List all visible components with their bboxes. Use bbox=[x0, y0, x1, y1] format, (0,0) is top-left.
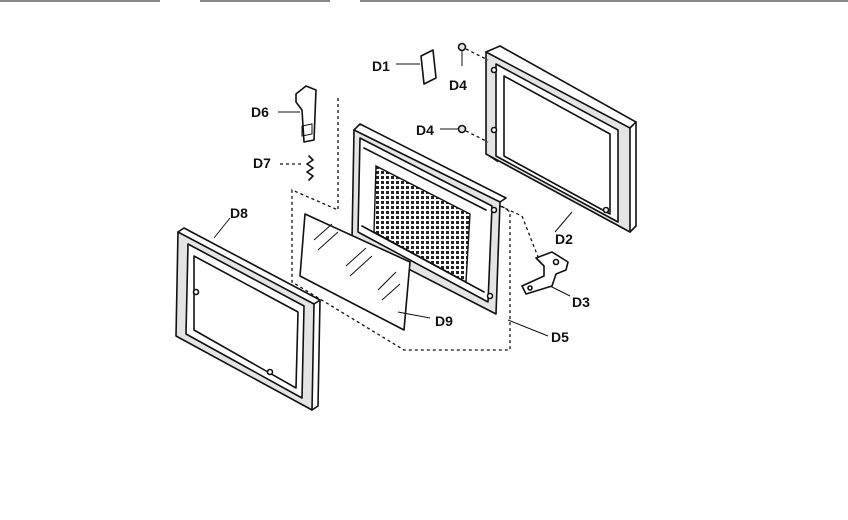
label-d7: D7 bbox=[253, 155, 271, 171]
label-d3: D3 bbox=[572, 294, 590, 310]
label-d4-top: D4 bbox=[449, 77, 467, 93]
label-d4-mid: D4 bbox=[416, 122, 434, 138]
label-d1: D1 bbox=[372, 58, 390, 74]
part-d7-spring bbox=[280, 155, 314, 181]
part-d4-screw-mid bbox=[440, 124, 489, 143]
part-d6-latch bbox=[278, 85, 317, 143]
label-d2: D2 bbox=[555, 231, 573, 247]
leader-lines bbox=[213, 63, 573, 337]
part-d2-rear-frame bbox=[485, 45, 637, 233]
label-d6: D6 bbox=[251, 104, 269, 120]
part-d8-front-frame bbox=[175, 227, 321, 411]
part-d4-screw-top bbox=[457, 42, 489, 66]
part-d1-tag bbox=[420, 49, 437, 85]
part-d5-inner-panel bbox=[351, 123, 507, 315]
part-d3-hinge bbox=[499, 205, 569, 295]
part-d9-glass bbox=[299, 213, 411, 331]
label-d5: D5 bbox=[551, 329, 569, 345]
label-d8: D8 bbox=[230, 205, 248, 221]
part-d5-assembly-outline bbox=[291, 98, 511, 351]
label-d9: D9 bbox=[435, 313, 453, 329]
